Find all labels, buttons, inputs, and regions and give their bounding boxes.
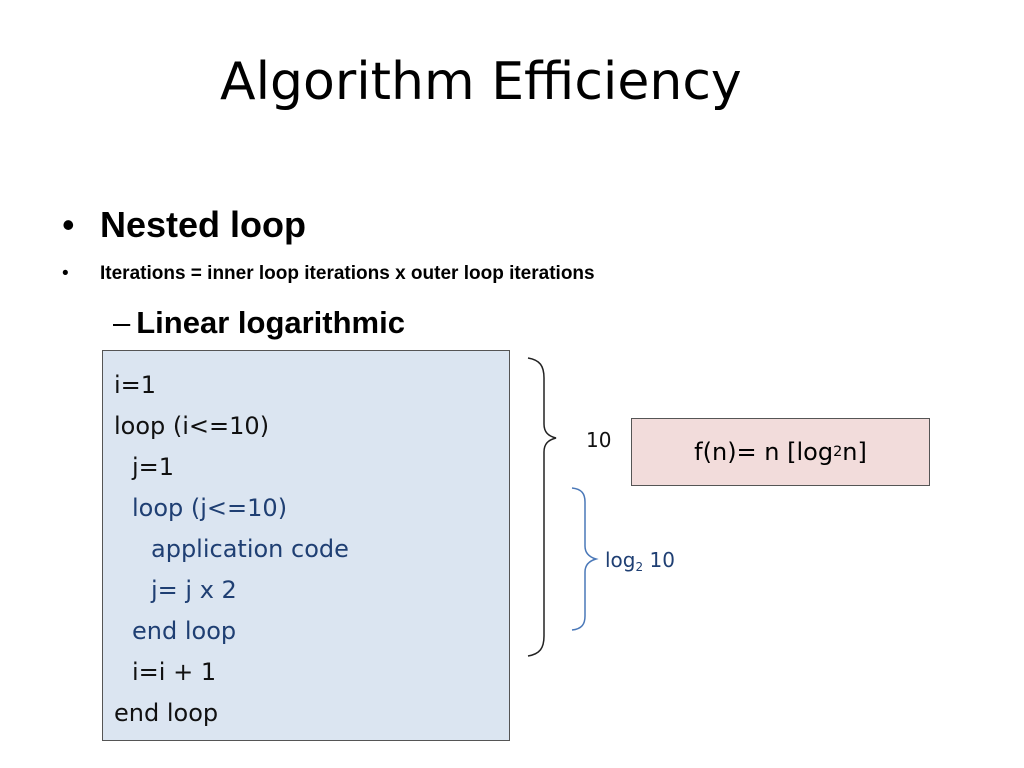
log-prefix: log bbox=[605, 548, 636, 572]
bullet-marker: • bbox=[62, 204, 75, 245]
code-line: i=i + 1 bbox=[132, 658, 217, 686]
code-line: loop (j<=10) bbox=[132, 494, 288, 522]
code-line: end loop bbox=[132, 617, 237, 645]
code-line: i=1 bbox=[114, 371, 157, 399]
code-line: application code bbox=[151, 535, 349, 563]
formula-suffix: n] bbox=[842, 438, 867, 466]
log-suffix: 10 bbox=[643, 548, 675, 572]
code-line: end loop bbox=[114, 699, 219, 727]
bullet-iterations: • Iterations = inner loop iterations x ou… bbox=[62, 263, 595, 285]
slide-title: Algorithm Efficiency bbox=[220, 52, 742, 112]
inner-brace-label: log2 10 bbox=[605, 548, 675, 574]
formula-log-base: 2 bbox=[833, 444, 843, 460]
bullet-marker: • bbox=[62, 263, 69, 284]
log-base: 2 bbox=[635, 560, 644, 575]
inner-loop-brace bbox=[571, 487, 599, 631]
sub-bullet-text: Linear logarithmic bbox=[136, 305, 405, 340]
code-line: j=1 bbox=[132, 453, 175, 481]
code-line: loop (i<=10) bbox=[114, 412, 270, 440]
outer-loop-brace bbox=[527, 357, 557, 657]
bullet-text: Iterations = inner loop iterations x out… bbox=[100, 263, 595, 284]
sub-bullet-marker: – bbox=[113, 305, 131, 340]
code-line: j= j x 2 bbox=[151, 576, 237, 604]
formula-prefix: f(n)= n [log bbox=[694, 438, 834, 466]
bullet-text: Nested loop bbox=[100, 204, 307, 245]
code-block: i=1 loop (i<=10) j=1 loop (j<=10) applic… bbox=[102, 350, 510, 741]
sub-bullet-linear-logarithmic: –Linear logarithmic bbox=[113, 305, 405, 341]
bullet-nested-loop: • Nested loop bbox=[62, 204, 306, 246]
outer-brace-label: 10 bbox=[586, 428, 612, 452]
